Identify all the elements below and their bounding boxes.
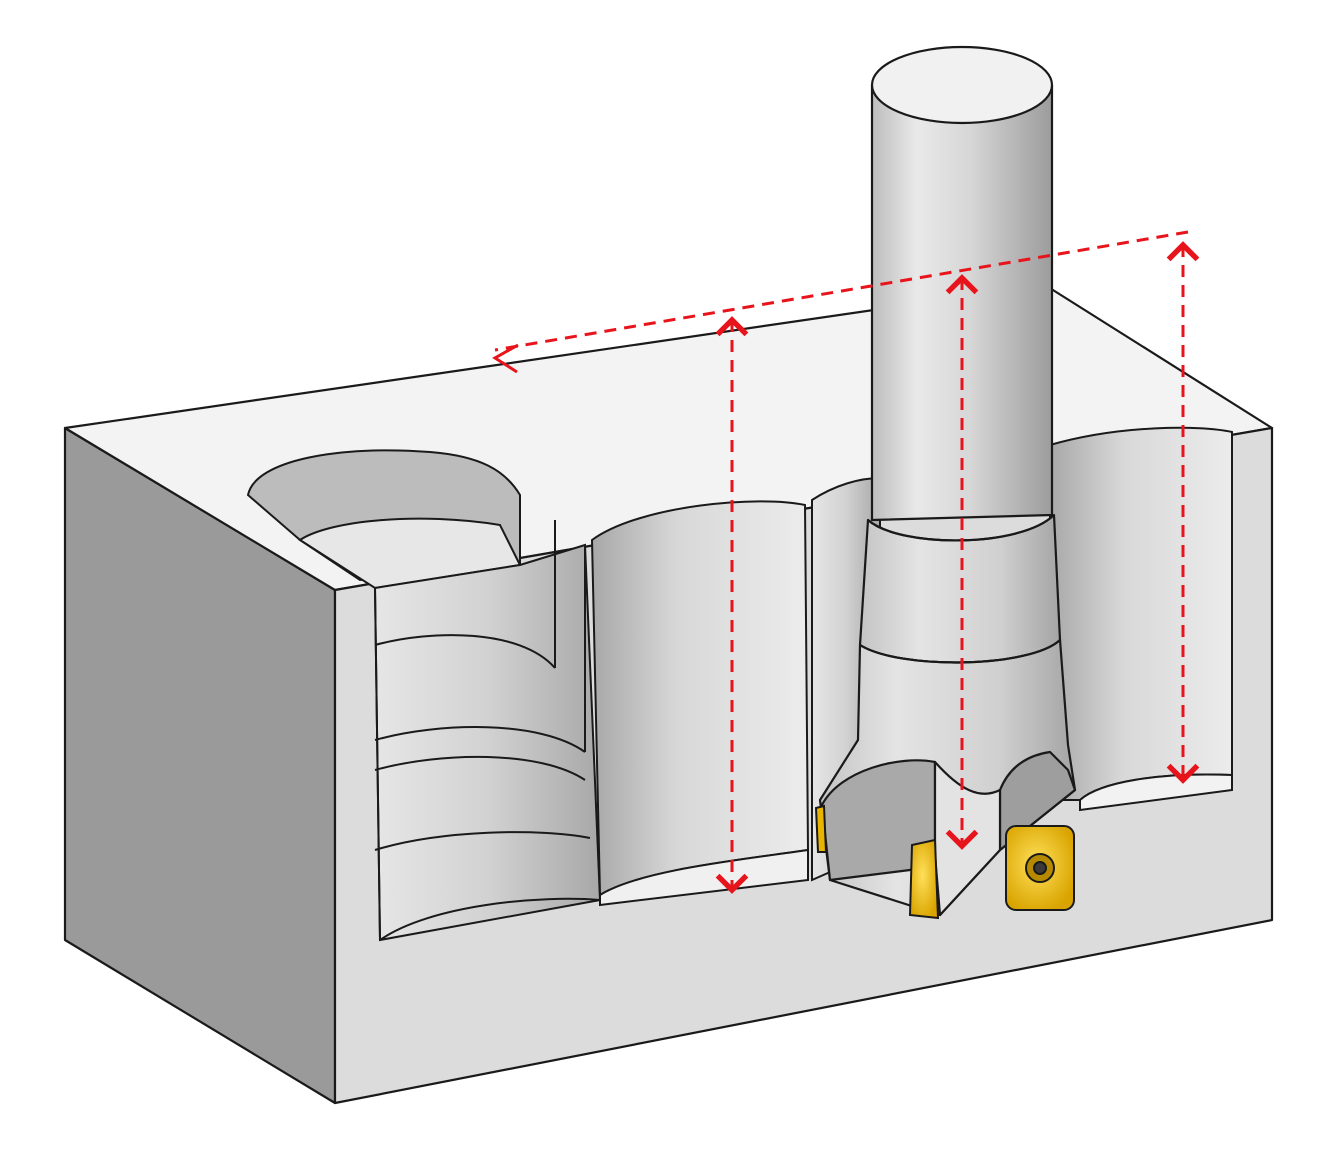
bore-step-5 [379, 897, 601, 941]
bore-step-2 [374, 726, 586, 753]
dashed-reference-line-icon [494, 230, 1189, 352]
bore-step-3 [374, 755, 586, 781]
bore-step-4 [374, 831, 591, 851]
reference-line-arrow [492, 343, 519, 374]
carbide-insert-icon [1005, 825, 1075, 911]
stepped-bore [246, 449, 602, 942]
cutter-shank-top [870, 45, 1054, 125]
cutter-inserts [814, 804, 1075, 920]
insert-left-back [814, 804, 828, 853]
stepped-bore-back-wall [298, 517, 522, 590]
dimension-annotations [492, 230, 1200, 894]
right-pocket-wall-right [1049, 426, 1233, 801]
middle-pocket [590, 500, 810, 907]
insert-left [908, 838, 940, 920]
bore-step-1 [374, 634, 556, 669]
middle-pocket-wall [590, 500, 810, 897]
